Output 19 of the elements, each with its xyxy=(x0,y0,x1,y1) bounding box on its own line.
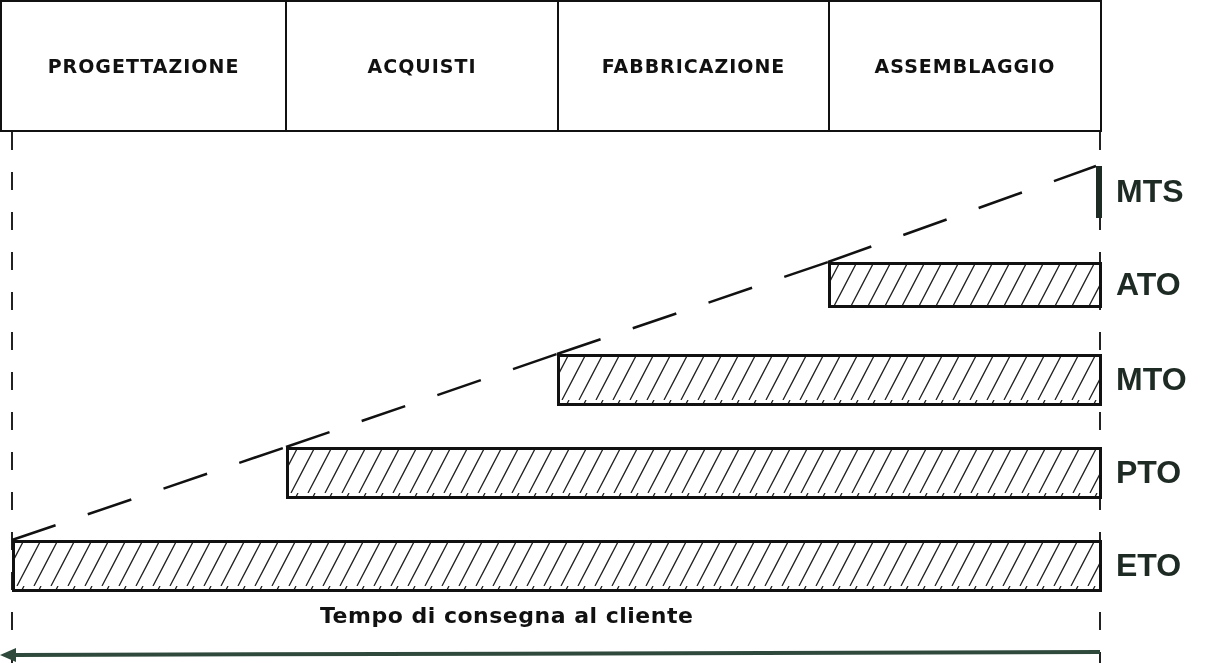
phase-box xyxy=(557,0,830,132)
hatched-bar xyxy=(828,262,1102,308)
hatched-bar xyxy=(557,354,1102,406)
hatched-bar xyxy=(12,540,1102,592)
phase-label: FABBRICAZIONE xyxy=(601,55,786,77)
phase-box xyxy=(0,0,287,132)
marker-bar xyxy=(1096,166,1102,218)
strategy-label: MTS xyxy=(1116,173,1184,210)
strategy-label: MTO xyxy=(1116,361,1187,398)
phase-label: ACQUISTI xyxy=(367,55,477,77)
strategy-label: ETO xyxy=(1116,547,1182,584)
phase-label: PROGETTAZIONE xyxy=(47,55,240,77)
phase-box xyxy=(828,0,1102,132)
phase-box xyxy=(285,0,559,132)
strategy-label: PTO xyxy=(1116,454,1182,491)
strategy-label: ATO xyxy=(1116,266,1181,303)
phase-label: ASSEMBLAGGIO xyxy=(874,55,1056,77)
hatched-bar xyxy=(286,447,1102,499)
axis-caption: Tempo di consegna al cliente xyxy=(320,603,694,628)
